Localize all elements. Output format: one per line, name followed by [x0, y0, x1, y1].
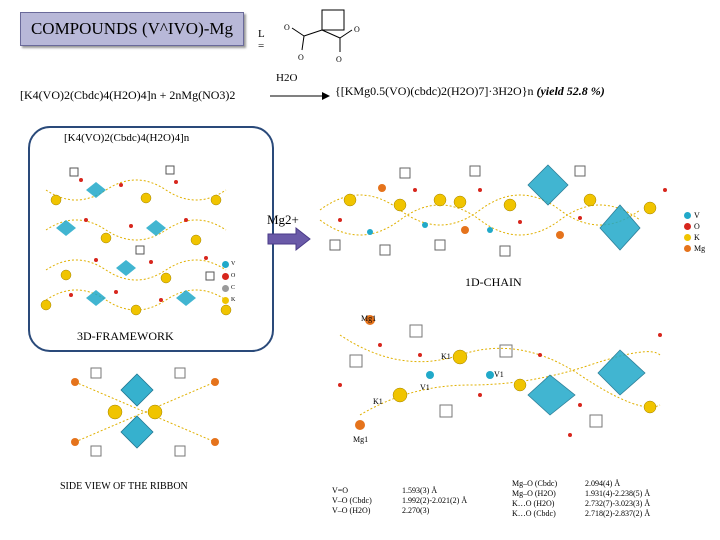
- bond-label: Mg–O (H2O): [512, 489, 557, 499]
- atom-label-k1-top: K1: [441, 352, 451, 362]
- bond-value: 2.718(2)-2.837(2) Å: [585, 509, 650, 519]
- reaction-condition: H2O: [276, 72, 297, 84]
- legend-swatch: [222, 261, 229, 268]
- bond-value: 1.992(2)-2.021(2) Å: [402, 496, 467, 506]
- bond-value: 2.270(3): [402, 506, 467, 516]
- svg-text:O: O: [298, 53, 304, 62]
- svg-text:O: O: [354, 25, 360, 34]
- reactant-formula: [K4(VO)2(Cbdc)4(H2O)4]n + 2nMg(NO3)2: [20, 88, 235, 103]
- legend-label: O: [694, 222, 700, 231]
- bond-label: V=O: [332, 486, 372, 496]
- legend-label: K: [231, 297, 235, 303]
- chain-label: 1D-CHAIN: [465, 275, 522, 290]
- svg-text:O: O: [284, 23, 290, 32]
- bond-value: 1.593(3) Å: [402, 486, 467, 496]
- yield-text: (yield 52.8 %): [536, 84, 604, 98]
- ribbon-label: SIDE VIEW OF THE RIBBON: [60, 481, 188, 492]
- legend-swatch: [684, 245, 691, 252]
- framework-label: 3D-FRAMEWORK: [77, 329, 174, 344]
- legend-swatch: [684, 212, 691, 219]
- legend-swatch: [684, 234, 691, 241]
- arrow-right-icon: [270, 86, 330, 106]
- legend-label: V: [694, 211, 700, 220]
- chain-legend: V O K Mg: [684, 210, 705, 254]
- legend-label: K: [694, 233, 700, 242]
- legend-swatch: [684, 223, 691, 230]
- bond-label: V–O (H2O): [332, 506, 372, 516]
- framework-panel-title: [K4(VO)2(Cbdc)4(H2O)4]n: [64, 132, 189, 144]
- atom-label-v1-left: V1: [420, 383, 430, 393]
- legend-label: O: [231, 273, 235, 279]
- legend-swatch: [222, 297, 229, 304]
- legend-item-k: K: [684, 232, 705, 243]
- page-title-text: COMPOUNDS (V^IVO)-Mg: [31, 19, 233, 39]
- transform-label: Mg2+: [267, 212, 299, 228]
- bond-value: 2.094(4) Å: [585, 479, 650, 489]
- svg-text:O: O: [336, 55, 342, 64]
- page-title: COMPOUNDS (V^IVO)-Mg: [20, 12, 244, 46]
- bond-table-right-values: 2.094(4) Å 1.931(4)-2.238(5) Å 2.732(7)-…: [585, 479, 650, 519]
- atom-label-v1-right: V1: [494, 370, 504, 380]
- product-formula-text: {[KMg0.5(VO)(cbdc)2(H2O)7]·3H2O}n: [335, 84, 533, 98]
- legend-label: Mg: [694, 244, 705, 253]
- legend-item-c: C: [222, 282, 235, 294]
- legend-item-o: O: [684, 221, 705, 232]
- bond-label: K…O (Cbdc): [512, 509, 557, 519]
- legend-swatch: [222, 285, 229, 292]
- legend-item-v: V: [222, 258, 235, 270]
- atom-label-k1-bottom: K1: [373, 397, 383, 407]
- bond-value: 2.732(7)-3.023(3) Å: [585, 499, 650, 509]
- legend-item-k: K: [222, 294, 235, 306]
- framework-structure: [36, 160, 236, 320]
- transform-arrow-icon: [268, 228, 312, 250]
- ribbon-structure: [55, 362, 235, 462]
- ligand-label: L =: [258, 28, 264, 52]
- bond-table-left-labels: V=O V–O (Cbdc) V–O (H2O): [332, 486, 372, 516]
- ligand-drawing: O O O O: [280, 6, 390, 66]
- legend-label: V: [231, 261, 235, 267]
- bond-table-left-values: 1.593(3) Å 1.992(2)-2.021(2) Å 2.270(3): [402, 486, 467, 516]
- atom-label-mg1-bottom: Mg1: [353, 435, 368, 445]
- legend-swatch: [222, 273, 229, 280]
- legend-item-o: O: [222, 270, 235, 282]
- product-formula: {[KMg0.5(VO)(cbdc)2(H2O)7]·3H2O}n (yield…: [335, 84, 605, 99]
- legend-label: C: [231, 285, 235, 291]
- atom-label-mg1-top: Mg1: [361, 314, 376, 324]
- bond-label: K…O (H2O): [512, 499, 557, 509]
- chain-structure: [320, 160, 680, 270]
- legend-item-mg: Mg: [684, 243, 705, 254]
- bond-value: 1.931(4)-2.238(5) Å: [585, 489, 650, 499]
- bond-table-right-labels: Mg–O (Cbdc) Mg–O (H2O) K…O (H2O) K…O (Cb…: [512, 479, 557, 519]
- bond-label: Mg–O (Cbdc): [512, 479, 557, 489]
- framework-legend: V O C K: [222, 258, 235, 306]
- bond-label: V–O (Cbdc): [332, 496, 372, 506]
- legend-item-v: V: [684, 210, 705, 221]
